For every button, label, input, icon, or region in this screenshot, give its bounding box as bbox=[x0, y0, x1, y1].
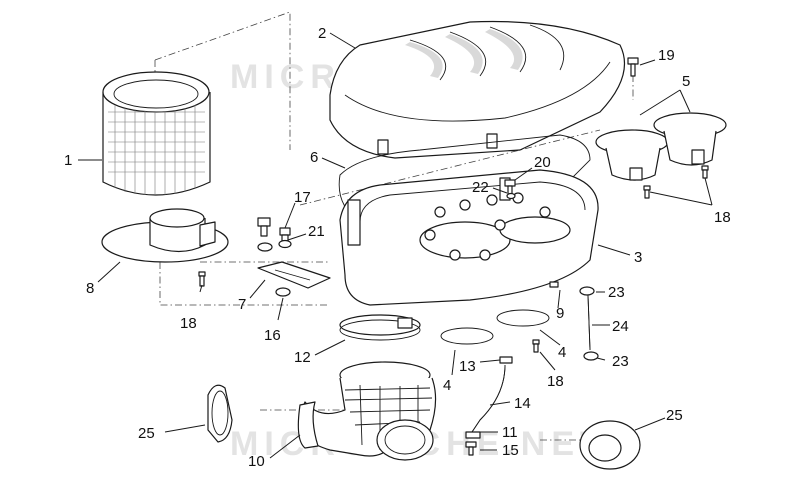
label-23-top: 23 bbox=[608, 284, 625, 301]
label-11: 11 bbox=[502, 424, 518, 441]
label-16: 16 bbox=[264, 327, 281, 344]
breather-hose bbox=[465, 356, 513, 439]
label-6: 6 bbox=[310, 149, 318, 166]
intake-trumpets bbox=[595, 112, 727, 181]
label-2: 2 bbox=[318, 25, 326, 42]
label-7: 7 bbox=[238, 296, 246, 313]
airbox-housing bbox=[339, 169, 599, 306]
label-23-bottom: 23 bbox=[612, 353, 629, 370]
hardware-screws bbox=[198, 57, 709, 456]
label-9: 9 bbox=[556, 305, 564, 322]
label-10: 10 bbox=[248, 453, 265, 470]
label-8: 8 bbox=[86, 280, 94, 297]
part-labels: 1 2 3 4 4 5 6 7 8 9 10 11 12 13 14 15 16… bbox=[64, 25, 731, 470]
label-13: 13 bbox=[459, 358, 476, 375]
label-22: 22 bbox=[472, 179, 489, 196]
drain-hose bbox=[579, 286, 599, 361]
label-24: 24 bbox=[612, 318, 629, 335]
label-20: 20 bbox=[534, 154, 551, 171]
label-4-right: 4 bbox=[558, 344, 566, 361]
label-19: 19 bbox=[658, 47, 675, 64]
hose-clamp bbox=[339, 314, 421, 341]
label-18-right: 18 bbox=[714, 209, 731, 226]
label-4-left: 4 bbox=[443, 377, 451, 394]
label-21: 21 bbox=[308, 223, 325, 240]
rubber-ring-left bbox=[207, 384, 233, 443]
airbox-cover bbox=[329, 20, 626, 159]
label-18-bottom: 18 bbox=[547, 373, 564, 390]
label-12: 12 bbox=[294, 349, 311, 366]
o-ring-right bbox=[496, 309, 550, 327]
filter-base-plate bbox=[101, 208, 229, 263]
air-filter-cartridge bbox=[102, 71, 211, 196]
label-17: 17 bbox=[294, 189, 311, 206]
label-25-left: 25 bbox=[138, 425, 155, 442]
label-5: 5 bbox=[682, 73, 690, 90]
label-15: 15 bbox=[502, 442, 519, 459]
o-ring-left bbox=[440, 327, 494, 345]
bracket-plate bbox=[257, 261, 331, 289]
label-3: 3 bbox=[634, 249, 642, 266]
label-1: 1 bbox=[64, 152, 72, 169]
leader-lines bbox=[78, 32, 713, 459]
label-18-left: 18 bbox=[180, 315, 197, 332]
rubber-ring-right bbox=[579, 420, 641, 470]
label-14: 14 bbox=[514, 395, 531, 412]
label-25-right: 25 bbox=[666, 407, 683, 424]
intake-duct bbox=[297, 361, 437, 461]
